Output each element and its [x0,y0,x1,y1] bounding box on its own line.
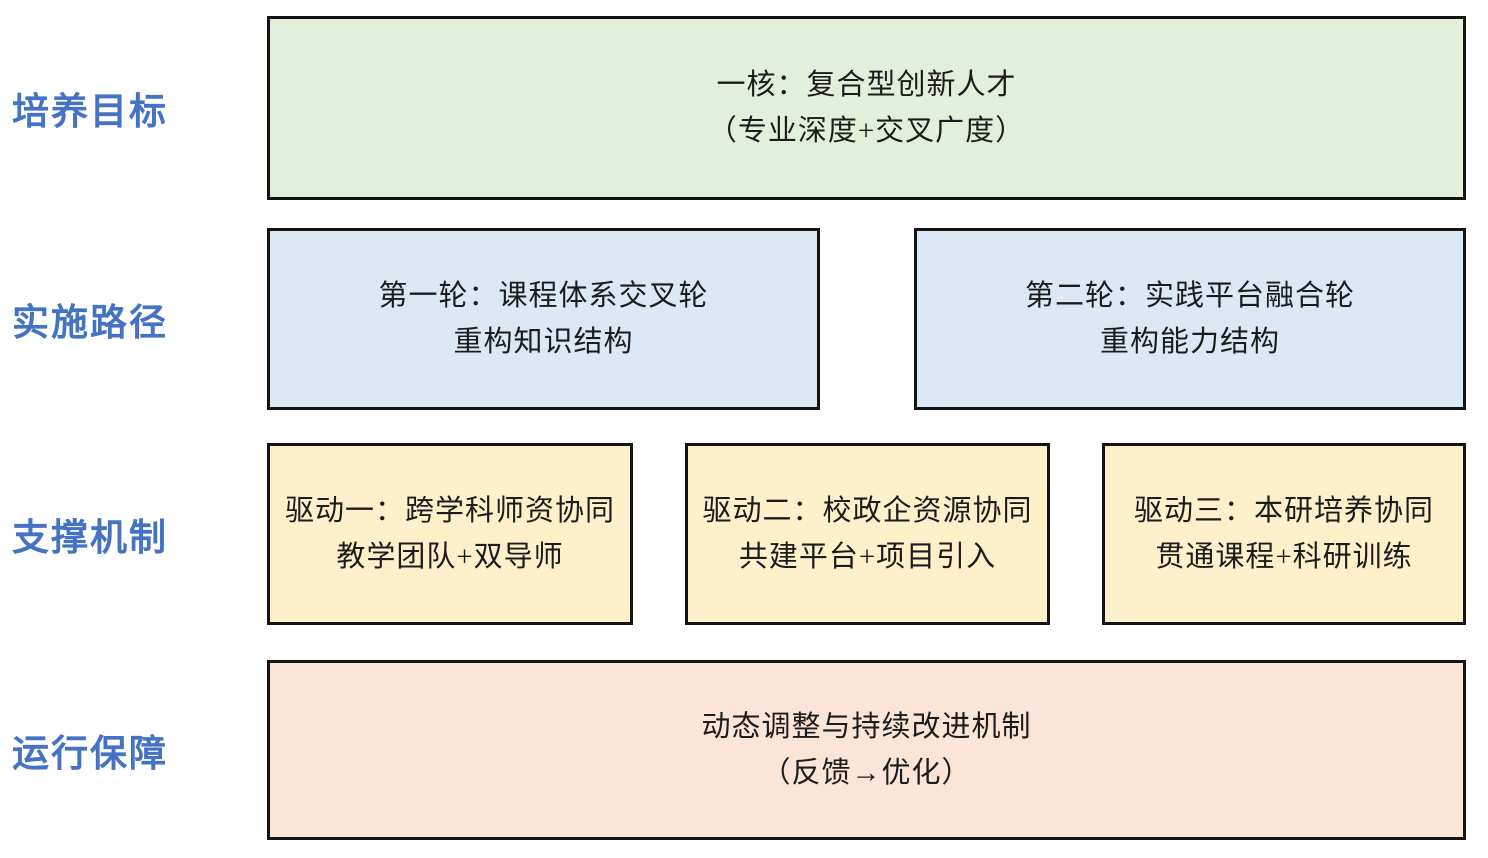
box-round1-line2: 重构知识结构 [453,326,634,358]
box-round2-practice-platform: 第二轮：实践平台融合轮 重构能力结构 [914,228,1466,410]
row-label-implementation-path: 实施路径 [12,302,168,343]
box-round2-line2: 重构能力结构 [1099,326,1280,358]
box-drive3-undergrad-grad-coordination: 驱动三：本研培养协同 贯通课程+科研训练 [1102,443,1466,625]
box-drive2-line1: 驱动二：校政企资源协同 [702,495,1033,527]
box-adjust-line2: （反馈→优化） [761,757,972,789]
box-core-talent: 一核：复合型创新人才 （专业深度+交叉广度） [267,16,1466,200]
box-drive2-school-gov-enterprise: 驱动二：校政企资源协同 共建平台+项目引入 [685,443,1050,625]
box-core-talent-line2: （专业深度+交叉广度） [707,115,1026,147]
box-drive2-line2: 共建平台+项目引入 [738,541,997,573]
box-drive1-line2: 教学团队+双导师 [336,541,564,573]
box-dynamic-adjustment: 动态调整与持续改进机制 （反馈→优化） [267,660,1466,840]
box-drive1-line1: 驱动一：跨学科师资协同 [284,495,615,527]
box-drive3-line2: 贯通课程+科研训练 [1155,541,1413,573]
box-drive1-interdisciplinary-faculty: 驱动一：跨学科师资协同 教学团队+双导师 [267,443,633,625]
box-core-talent-line1: 一核：复合型创新人才 [716,69,1017,101]
box-round1-line1: 第一轮：课程体系交叉轮 [378,280,709,312]
box-round1-curriculum: 第一轮：课程体系交叉轮 重构知识结构 [267,228,820,410]
box-adjust-line1: 动态调整与持续改进机制 [701,711,1032,743]
row-label-operation-guarantee: 运行保障 [12,733,168,774]
row-label-support-mechanism: 支撑机制 [12,517,168,558]
row-label-training-goal: 培养目标 [12,91,168,132]
box-round2-line1: 第二轮：实践平台融合轮 [1024,280,1355,312]
box-drive3-line1: 驱动三：本研培养协同 [1133,495,1434,527]
